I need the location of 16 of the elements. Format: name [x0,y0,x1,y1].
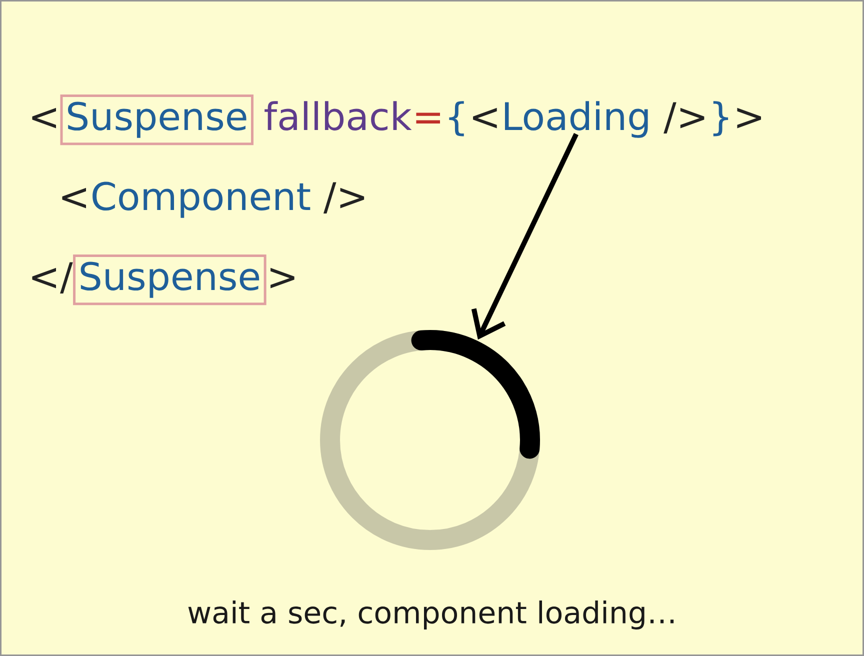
highlighted-keyword: Suspense [60,94,254,146]
code-text: /> [323,182,364,214]
code-text: /> [664,102,704,134]
code-text: Loading [504,101,648,138]
code-text: { [449,101,464,136]
code-text: = [416,112,440,124]
code-text: Component [92,182,310,218]
code-text: < [473,108,497,128]
arrow [471,133,578,340]
code-text: > [270,268,294,288]
highlighted-keyword: Suspense [73,254,266,306]
code-text: } [713,101,728,136]
caption-text: wait a sec, component loading… [188,600,674,630]
loading-spinner [320,330,540,550]
code-text: > [737,108,761,128]
code-text: < [62,188,86,208]
